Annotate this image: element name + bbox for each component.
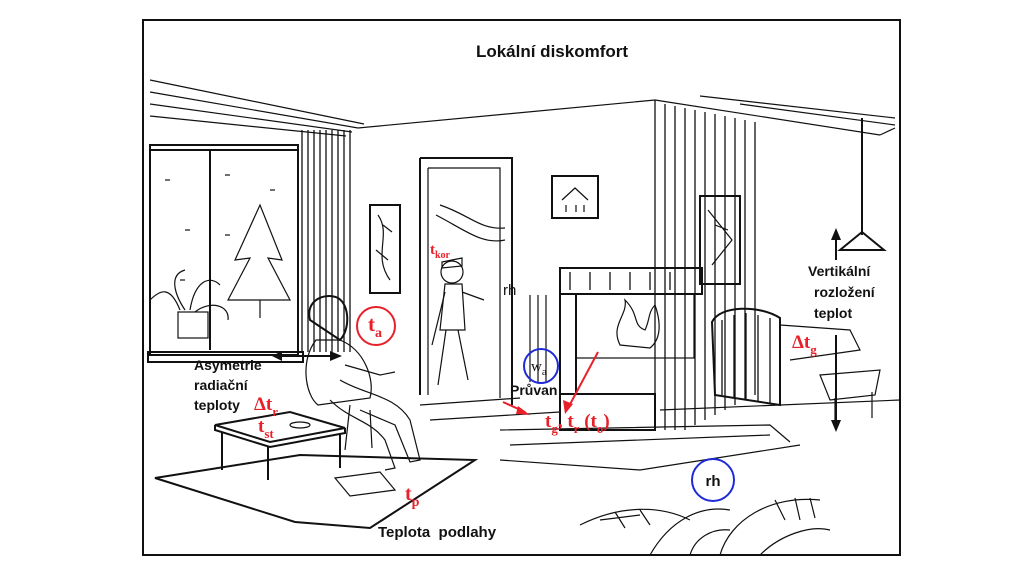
t-p-symbol: tp xyxy=(405,483,420,510)
red-arrowhead-left xyxy=(516,406,530,415)
wall-picture-center xyxy=(551,175,599,219)
tg-tr-to-symbol: tg, tr (to) xyxy=(545,411,610,436)
seated-person xyxy=(305,295,421,471)
vertical-arrowhead-down xyxy=(831,420,841,432)
red-arrowhead-fire xyxy=(563,400,573,414)
red-arrow-fire xyxy=(567,351,599,409)
asymmetry-label-line1: Asymetrie xyxy=(194,357,262,373)
doorway xyxy=(419,157,513,405)
wall-picture-left xyxy=(369,204,401,294)
t-st-symbol: tst xyxy=(258,416,274,441)
t-kor-symbol: tkor xyxy=(430,242,451,261)
rh-circled-label: rh xyxy=(706,473,721,490)
wall-picture-right xyxy=(699,195,741,285)
armchair xyxy=(710,307,881,425)
fireplace xyxy=(529,267,703,431)
rh-plain-label: rh xyxy=(503,282,516,299)
vertical-label-line2: rozložení xyxy=(814,284,876,300)
vertical-arrowhead-up xyxy=(831,228,841,240)
t-a-circle xyxy=(356,306,396,346)
delta-t-g-symbol: Δtg xyxy=(792,332,817,357)
diagram-frame xyxy=(142,19,901,556)
asymmetry-arrowhead-left xyxy=(272,351,282,361)
w-a-circle xyxy=(523,348,559,384)
room-illustration xyxy=(147,79,901,556)
asymmetry-label-line3: teploty xyxy=(194,397,240,413)
asymmetry-label-line2: radiační xyxy=(194,377,249,393)
annotation-arrows xyxy=(272,228,841,432)
curtain xyxy=(301,130,351,352)
ceiling-lines xyxy=(149,79,896,137)
pendant-lamp xyxy=(837,118,887,251)
diagram-title: Lokální diskomfort xyxy=(476,42,628,61)
window xyxy=(147,144,304,363)
floor-temperature-label: Teplota podlahy xyxy=(378,524,497,541)
vertical-label-line3: teplot xyxy=(814,305,852,321)
coffee-table xyxy=(214,410,346,480)
delta-t-r-symbol: Δtr xyxy=(254,394,278,419)
t-a-symbol: ta xyxy=(368,312,382,341)
draft-label: Průvan xyxy=(510,382,557,398)
floor-lines xyxy=(419,397,901,471)
foreground-plant xyxy=(579,497,831,556)
w-a-symbol: wa xyxy=(531,359,547,378)
vertical-label-line1: Vertikální xyxy=(808,263,871,279)
asymmetry-arrowhead-right xyxy=(330,351,342,361)
rh-circle xyxy=(691,458,735,502)
rug xyxy=(154,453,479,530)
potted-plant xyxy=(149,269,229,339)
